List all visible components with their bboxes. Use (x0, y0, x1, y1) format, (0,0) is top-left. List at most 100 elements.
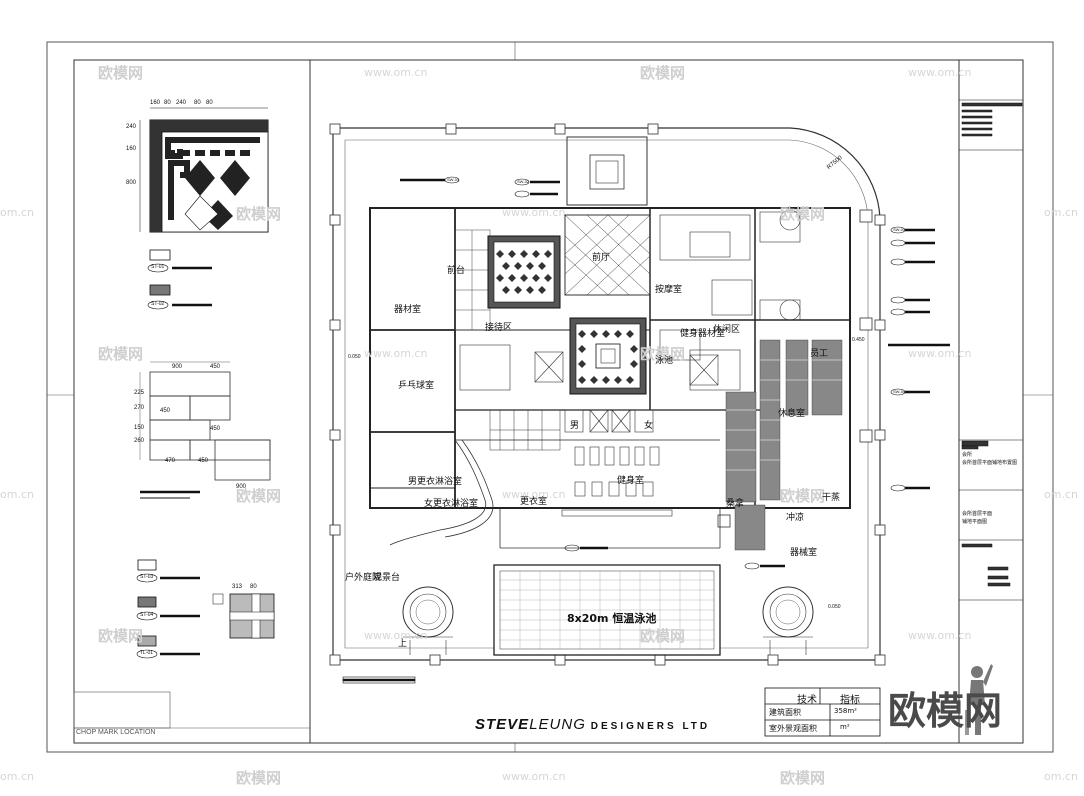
watermark: 欧模网 (780, 487, 826, 505)
legend-swatch-plain (149, 249, 171, 261)
tag-code: SW-04 (893, 389, 906, 394)
side-line-b: 铺地平面图 (962, 519, 988, 525)
material-code: ST-03 (140, 574, 154, 580)
room-label: 休闲区 (713, 325, 741, 335)
floor-plan (329, 123, 950, 684)
dim-paving-bottom-3: 900 (236, 484, 247, 490)
room-label: 户外庭院 (345, 573, 382, 583)
paving-layout-diagram (139, 361, 271, 481)
room-label: 桑拿 (726, 499, 745, 509)
room-label: 观景台 (373, 573, 401, 583)
title-block-row2-value: m² (840, 723, 850, 731)
watermark: 欧模网 (640, 64, 686, 82)
room-label: 按摩室 (655, 285, 683, 295)
parquet-pattern-2 (569, 317, 647, 395)
dim-paving-bottom-1: 470 (165, 458, 176, 464)
watermark: 欧模网 (98, 627, 144, 645)
material-code: ST-01 (151, 264, 165, 270)
swimming-pool (493, 564, 721, 656)
watermark-url: om.cn (0, 770, 34, 783)
dim-left-1: 240 (126, 124, 137, 130)
room-label: 休息室 (778, 409, 806, 419)
watermark-url: www.om.cn (502, 770, 566, 783)
dim-left-2: 160 (126, 146, 137, 152)
dim-top-1: 160 (150, 100, 161, 106)
company-name-part1: STEVE (475, 716, 530, 733)
room-label: 女 (644, 421, 654, 431)
watermark-url: om.cn (0, 206, 34, 219)
dim-top-4: 80 (194, 100, 201, 106)
title-block-technical: 技术 (797, 695, 817, 706)
watermark-url: www.om.cn (364, 629, 428, 642)
pool-label: 8x20m 恒温泳池 (567, 612, 657, 625)
level-mark: 0.450 (852, 337, 865, 343)
dim-paving-2: 450 (210, 364, 221, 370)
watermark: 欧模网 (236, 487, 282, 505)
side-drawing-name: 会所首层平面铺地布置图 (962, 460, 1018, 466)
greek-key-pattern (139, 107, 269, 233)
watermark: 欧模网 (236, 205, 282, 223)
dim-top-3: 240 (176, 100, 187, 106)
material-code: TL-01 (140, 650, 154, 656)
watermark: 欧模网 (98, 64, 144, 82)
corner-detail (212, 593, 275, 639)
dim-paving-side-3: 450 (160, 408, 171, 414)
round-feature-right (762, 586, 814, 655)
watermark: 欧模网 (640, 345, 686, 363)
material-code: ST-02 (151, 301, 165, 307)
dim-top-5: 80 (206, 100, 213, 106)
parquet-pattern-1 (487, 235, 561, 309)
watermark-url: www.om.cn (502, 206, 566, 219)
title-block-row1-value: 358m² (834, 707, 857, 715)
glass-roof (564, 214, 651, 296)
tag-code: SW-03 (893, 227, 906, 232)
watermark: 欧模网 (780, 205, 826, 223)
dim-paving-side-5: 260 (134, 438, 145, 444)
room-label: 健身室 (617, 476, 645, 486)
key-plan-box (73, 691, 171, 729)
watermark-url: om.cn (1044, 770, 1078, 783)
brand-watermark: 欧模网 (888, 689, 1003, 733)
watermark-url: www.om.cn (908, 347, 972, 360)
title-block (764, 687, 881, 737)
room-label: 更衣室 (520, 497, 548, 507)
watermark-url: www.om.cn (908, 66, 972, 79)
dim-corner-1: 313 (232, 584, 243, 590)
watermark-url: om.cn (1044, 488, 1078, 501)
dim-paving-bottom-2: 450 (198, 458, 209, 464)
watermark-url: www.om.cn (364, 66, 428, 79)
room-label: 器械室 (790, 548, 818, 558)
room-label: 员工 (810, 349, 829, 359)
company-name-part3: DESIGNERS LTD (590, 721, 711, 732)
room-label: 男 (570, 421, 580, 431)
tag-code: SW-01 (447, 177, 460, 182)
level-mark: 0.050 (828, 604, 841, 610)
watermark-url: www.om.cn (364, 347, 428, 360)
company-name-part2: LEUNG (529, 716, 586, 733)
room-label: 器材室 (394, 305, 422, 315)
watermark-url: www.om.cn (908, 629, 972, 642)
room-label: 男更衣淋浴室 (408, 477, 463, 487)
tag-code: SW-02 (517, 179, 530, 184)
dim-paving-side-2: 270 (134, 405, 145, 411)
dim-corner-2: 80 (250, 584, 257, 590)
key-plan-label: CHOP MARK LOCATION (76, 729, 156, 736)
sheet-info-column (959, 99, 1023, 601)
watermark-url: om.cn (1044, 206, 1078, 219)
dim-paving-1: 900 (172, 364, 183, 370)
title-block-row1-label: 建筑面积 (769, 708, 801, 717)
material-code: ST-04 (140, 612, 154, 618)
level-mark: 0.050 (348, 354, 361, 360)
room-label: 前厅 (592, 253, 611, 263)
dim-paving-side-4: 150 (134, 425, 145, 431)
statue-logo-icon (965, 664, 993, 735)
room-label: 接待区 (485, 323, 513, 333)
room-label: 健身器材室 (680, 329, 726, 339)
title-block-row2-label: 室外景观面积 (769, 724, 817, 733)
room-label: 上 (398, 639, 408, 649)
watermark: 欧模网 (98, 345, 144, 363)
dim-paving-side-6: 450 (210, 426, 221, 432)
company-logo: STEVELEUNG DESIGNERS LTD (475, 716, 710, 733)
side-line-a: 会所首层平面 (962, 511, 993, 517)
